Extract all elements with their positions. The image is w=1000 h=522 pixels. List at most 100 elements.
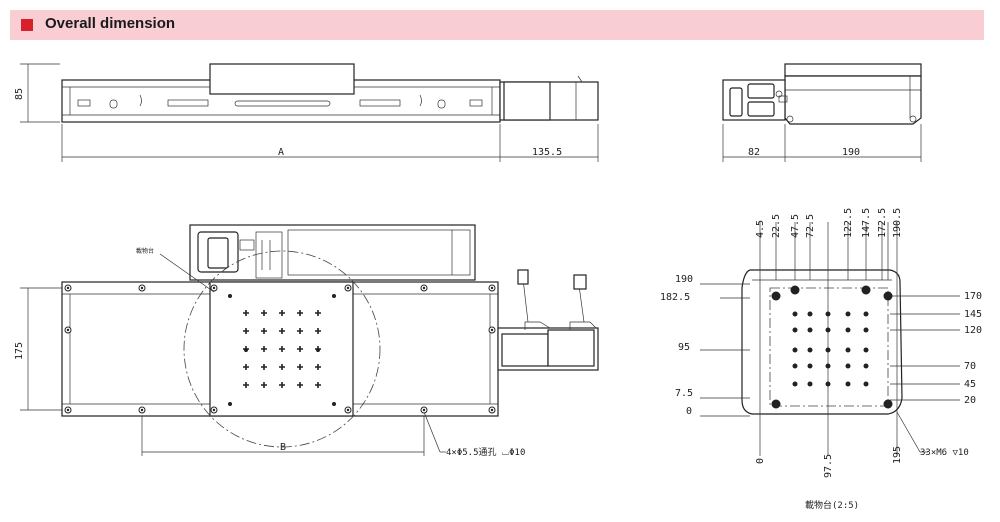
thread-hole	[863, 347, 869, 353]
cross-hole	[297, 328, 303, 334]
table-caption: 載物台(2:5)	[805, 499, 859, 511]
top-dimension-label: 47.5	[790, 214, 801, 238]
mount-hole	[488, 284, 496, 292]
table-thread-holes	[771, 285, 893, 409]
thread-hole	[807, 311, 813, 317]
cross-hole	[243, 310, 249, 316]
pitch-b-dimension: B	[280, 442, 286, 453]
mount-hole	[64, 406, 72, 414]
right-dimension-label: 20	[964, 395, 976, 406]
cross-hole	[297, 346, 303, 352]
left-dimension-label: 7.5	[675, 388, 693, 399]
thread-hole	[807, 363, 813, 369]
cross-hole	[279, 364, 285, 370]
thread-hole	[792, 347, 798, 353]
thread-hole	[863, 363, 869, 369]
mount-hole	[64, 326, 72, 334]
thread-hole	[807, 327, 813, 333]
mount-holes	[64, 284, 496, 414]
table-outline	[741, 269, 903, 415]
width-190-dimension: 190	[842, 147, 860, 158]
section-title: Overall dimension	[45, 15, 176, 32]
top-dimension-label: 190.5	[892, 208, 903, 238]
section-banner: Overall dimension	[10, 10, 984, 40]
thread-hole	[825, 347, 831, 353]
top-dimension-label: 147.5	[861, 208, 872, 238]
side-body	[784, 75, 922, 125]
top-dimension-label: 122.5	[843, 208, 854, 238]
table-detail	[700, 222, 960, 456]
thread-hole	[845, 311, 851, 317]
carriage	[209, 63, 355, 95]
corner-thread-hole	[883, 291, 893, 301]
top-dimension-label: 4.5	[755, 220, 766, 238]
right-dimension-label: 45	[964, 379, 976, 390]
thread-hole	[792, 363, 798, 369]
cross-hole	[297, 382, 303, 388]
thread-hole	[807, 381, 813, 387]
thread-hole	[825, 311, 831, 317]
cross-hole	[315, 328, 321, 334]
cross-hole	[279, 328, 285, 334]
carriage-hole-grid	[228, 294, 336, 406]
cross-hole	[243, 364, 249, 370]
mount-hole	[210, 284, 218, 292]
front-view: 85 A 135.5	[14, 63, 599, 162]
left-dimension-label: 95	[678, 342, 690, 353]
right-dimension-label: 70	[964, 361, 976, 372]
cross-hole	[297, 310, 303, 316]
mount-hole	[138, 284, 146, 292]
hole-pattern-box	[769, 287, 889, 407]
bottom-dimension-label: 195	[892, 446, 903, 464]
corner-thread-hole	[861, 285, 871, 295]
small-hole	[244, 348, 248, 352]
cross-hole	[261, 364, 267, 370]
plan-view: 175 B 載物台 4×Φ5.5通孔 ⌴Φ10	[14, 224, 599, 458]
thread-callout: 33×M6 ▽10	[920, 448, 969, 458]
right-dimension-label: 170	[964, 291, 982, 302]
top-dimension-label: 22.5	[771, 214, 782, 238]
small-hole	[228, 402, 232, 406]
right-dimension-label: 145	[964, 309, 982, 320]
mount-hole	[138, 406, 146, 414]
cross-hole	[261, 346, 267, 352]
small-hole	[332, 402, 336, 406]
thread-hole	[792, 381, 798, 387]
mount-hole-callout: 4×Φ5.5通孔 ⌴Φ10	[446, 447, 525, 458]
small-hole	[316, 348, 320, 352]
top-dimension-label: 172.5	[877, 208, 888, 238]
mount-hole	[64, 284, 72, 292]
cross-hole	[261, 328, 267, 334]
height-175-dimension: 175	[14, 342, 25, 360]
cross-hole	[243, 382, 249, 388]
thread-hole	[845, 347, 851, 353]
width-82-dimension: 82	[748, 147, 760, 158]
cross-hole	[315, 382, 321, 388]
thread-hole	[845, 327, 851, 333]
side-carriage	[784, 63, 922, 77]
corner-thread-hole	[771, 399, 781, 409]
left-dimension-label: 0	[686, 406, 692, 417]
long-slot	[234, 100, 331, 107]
mount-hole	[420, 406, 428, 414]
small-hole	[228, 294, 232, 298]
thread-hole	[845, 363, 851, 369]
thread-hole	[863, 311, 869, 317]
length-a-dimension: A	[278, 147, 284, 158]
top-dimension-label: 72.5	[805, 214, 816, 238]
cross-hole	[279, 382, 285, 388]
cross-hole	[261, 382, 267, 388]
thread-hole	[792, 327, 798, 333]
thread-hole	[825, 381, 831, 387]
rotation-circle	[183, 250, 381, 448]
cross-hole	[315, 364, 321, 370]
right-dimension-label: 120	[964, 325, 982, 336]
cross-hole	[297, 364, 303, 370]
cross-hole	[279, 310, 285, 316]
thread-hole	[863, 327, 869, 333]
mount-hole	[344, 284, 352, 292]
bullet-square-icon	[21, 19, 33, 31]
mount-hole	[210, 406, 218, 414]
